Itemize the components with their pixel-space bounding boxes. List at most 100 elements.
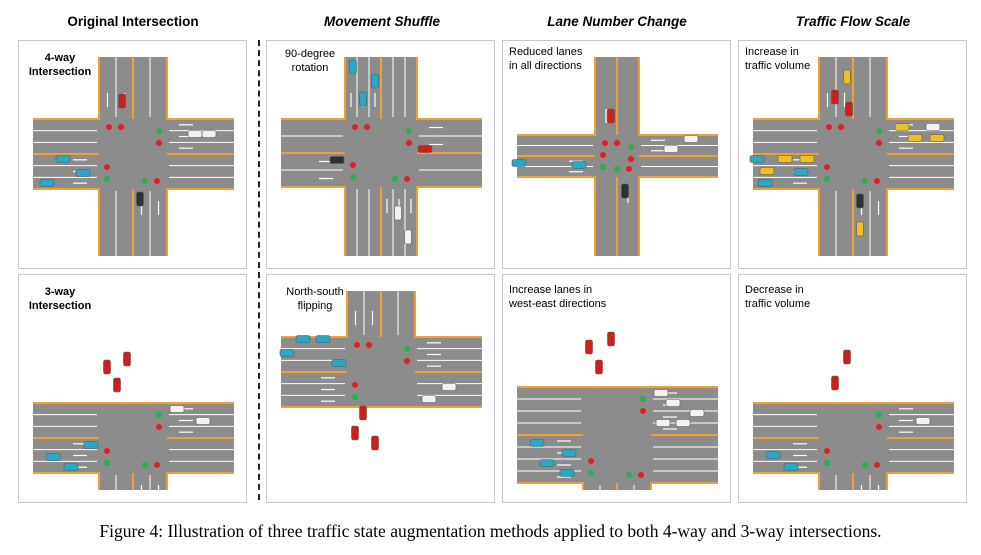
car-icon bbox=[585, 339, 593, 355]
signal-red-icon bbox=[614, 140, 620, 146]
car-icon bbox=[561, 449, 577, 457]
label-90-degree-rotation: 90-degree rotation bbox=[284, 48, 336, 74]
car-icon bbox=[559, 469, 575, 477]
car-icon bbox=[749, 155, 765, 163]
car-icon bbox=[279, 349, 295, 357]
car-icon bbox=[665, 399, 681, 407]
car-icon bbox=[845, 101, 853, 117]
curb-bottom-left bbox=[281, 186, 346, 256]
signal-green-icon bbox=[588, 470, 594, 476]
car-icon bbox=[187, 130, 203, 138]
car-icon bbox=[201, 130, 217, 138]
signal-red-icon bbox=[876, 140, 882, 146]
signal-green-icon bbox=[824, 176, 830, 182]
label-increase-lanes: Increase lanes in west-east directions bbox=[509, 284, 607, 310]
signal-red-icon bbox=[874, 462, 880, 468]
signal-green-icon bbox=[626, 472, 632, 478]
signal-red-icon bbox=[824, 448, 830, 454]
curb-bottom-left bbox=[753, 472, 820, 490]
panel-4way-original: 4-way Intersection bbox=[18, 40, 247, 269]
curb-top-left bbox=[517, 57, 596, 136]
panel-4way-reduced-lanes: Reduced lanes in all directions bbox=[502, 40, 731, 269]
signal-green-icon bbox=[404, 346, 410, 352]
car-icon bbox=[169, 405, 185, 413]
car-icon bbox=[63, 463, 79, 471]
car-icon bbox=[607, 331, 615, 347]
figure-caption: Figure 4: Illustration of three traffic … bbox=[0, 521, 981, 542]
curb-bottom-right bbox=[166, 472, 234, 490]
label-reduced-lanes: Reduced lanes in all directions bbox=[509, 46, 583, 72]
car-icon bbox=[843, 69, 851, 85]
car-icon bbox=[856, 193, 864, 209]
signal-red-icon bbox=[874, 178, 880, 184]
curb-top-left bbox=[33, 57, 100, 120]
car-icon bbox=[359, 91, 367, 107]
panel-3way-increase-lanes: Increase lanes in west-east directions bbox=[502, 274, 731, 503]
car-icon bbox=[103, 359, 111, 375]
curb-bottom-right bbox=[166, 188, 234, 256]
car-icon bbox=[925, 123, 941, 131]
intersection-diagram bbox=[511, 57, 718, 256]
intersection-diagram bbox=[279, 291, 482, 451]
curb-bottom-left bbox=[753, 188, 820, 256]
car-icon bbox=[843, 349, 851, 365]
car-icon bbox=[907, 134, 923, 142]
car-icon bbox=[655, 419, 671, 427]
car-icon bbox=[351, 425, 359, 441]
car-icon bbox=[315, 335, 331, 343]
signal-green-icon bbox=[156, 128, 162, 134]
car-icon bbox=[539, 459, 555, 467]
signal-green-icon bbox=[350, 174, 356, 180]
signal-red-icon bbox=[364, 124, 370, 130]
intersection-diagram bbox=[749, 57, 954, 256]
car-icon bbox=[894, 123, 910, 131]
signal-green-icon bbox=[824, 460, 830, 466]
car-icon bbox=[329, 156, 345, 164]
car-icon bbox=[571, 161, 587, 169]
car-icon bbox=[404, 229, 412, 245]
car-icon bbox=[783, 463, 799, 471]
panel-3way-flip: North-south flipping bbox=[266, 274, 495, 503]
signal-green-icon bbox=[104, 460, 110, 466]
curb-top-right bbox=[414, 291, 482, 338]
curb-bottom-left bbox=[517, 482, 584, 490]
car-icon bbox=[799, 155, 815, 163]
car-icon bbox=[113, 377, 121, 393]
car-icon bbox=[349, 59, 357, 75]
car-icon bbox=[831, 375, 839, 391]
signal-green-icon bbox=[640, 396, 646, 402]
curb-top-right bbox=[416, 57, 482, 120]
signal-red-icon bbox=[354, 342, 360, 348]
curb-bottom-right bbox=[650, 482, 718, 490]
panel-4way-increase-volume: Increase in traffic volume bbox=[738, 40, 967, 269]
signal-red-icon bbox=[838, 124, 844, 130]
signal-green-icon bbox=[876, 128, 882, 134]
car-icon bbox=[915, 417, 931, 425]
panel-3way-decrease-volume: Decrease in traffic volume bbox=[738, 274, 967, 503]
signal-red-icon bbox=[156, 140, 162, 146]
curb-top-right bbox=[638, 57, 718, 136]
car-icon bbox=[441, 383, 457, 391]
car-icon bbox=[663, 145, 679, 153]
signal-green-icon bbox=[156, 412, 162, 418]
label-north-south-flipping: North-south flipping bbox=[286, 286, 344, 312]
curb-top-left bbox=[281, 57, 346, 120]
panel-4way-rotation: 90-degree rotation bbox=[266, 40, 495, 269]
car-icon bbox=[607, 108, 615, 124]
car-icon bbox=[759, 167, 775, 175]
row-label-4way: 4-way Intersection bbox=[28, 52, 92, 78]
car-icon bbox=[417, 145, 433, 153]
caption-mid: -way and bbox=[671, 521, 741, 541]
signal-green-icon bbox=[862, 178, 868, 184]
curb-bottom-right bbox=[886, 188, 954, 256]
car-icon bbox=[683, 135, 699, 143]
signal-green-icon bbox=[142, 178, 148, 184]
car-icon bbox=[136, 191, 144, 207]
car-icon bbox=[757, 179, 773, 187]
signal-red-icon bbox=[876, 424, 882, 430]
label-decrease-volume: Decrease in traffic volume bbox=[745, 284, 811, 310]
row-label-3way: 3-way Intersection bbox=[28, 286, 92, 312]
signal-green-icon bbox=[628, 144, 634, 150]
car-icon bbox=[675, 419, 691, 427]
caption-number-4: 4 bbox=[662, 521, 672, 541]
